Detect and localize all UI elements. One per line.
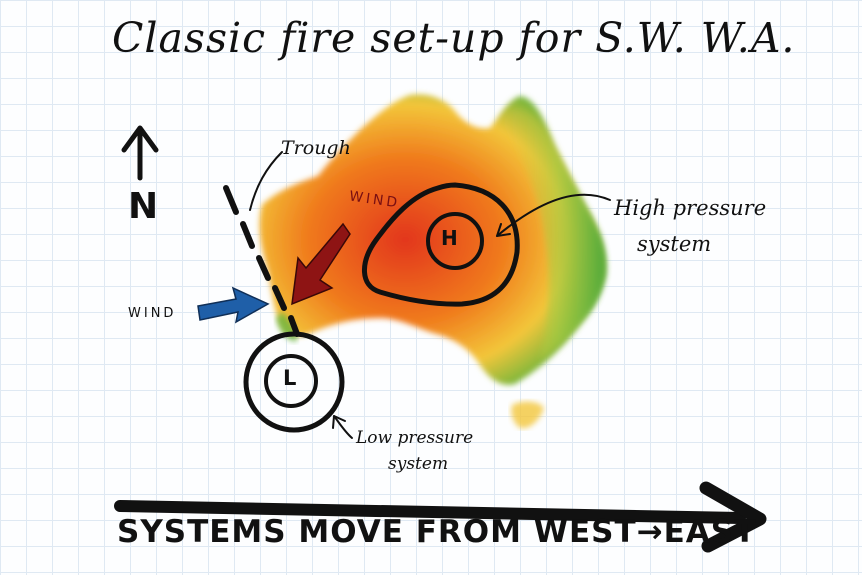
north-arrow-icon [121,125,159,181]
high-symbol: H [441,226,458,250]
trough-line [223,185,300,337]
low-pressure-system [243,331,345,433]
high-pressure-label: High pressure [614,196,767,220]
diagram-title: Classic fire set-up for S.W. W.A. [112,14,796,62]
low-pressure-pointer-icon [332,415,353,439]
low-pressure-label-line2: system [388,454,449,474]
high-pressure-system [362,182,520,307]
trough-pointer-icon [249,151,283,211]
wind-blue-label: WIND [128,306,177,321]
high-pressure-pointer-icon [496,193,611,237]
low-pressure-label: Low pressure [356,428,474,448]
wind-blue-arrow-icon [197,286,270,324]
low-symbol: L [283,366,297,390]
australia-map [259,94,607,429]
north-label: N [128,186,159,227]
wind-red-arrow-icon [291,222,351,306]
high-pressure-label-line2: system [637,232,712,256]
west-east-arrow-icon [114,481,767,553]
trough-label: Trough [281,137,351,159]
movement-banner: SYSTEMS MOVE FROM WEST→EAST [117,514,757,550]
